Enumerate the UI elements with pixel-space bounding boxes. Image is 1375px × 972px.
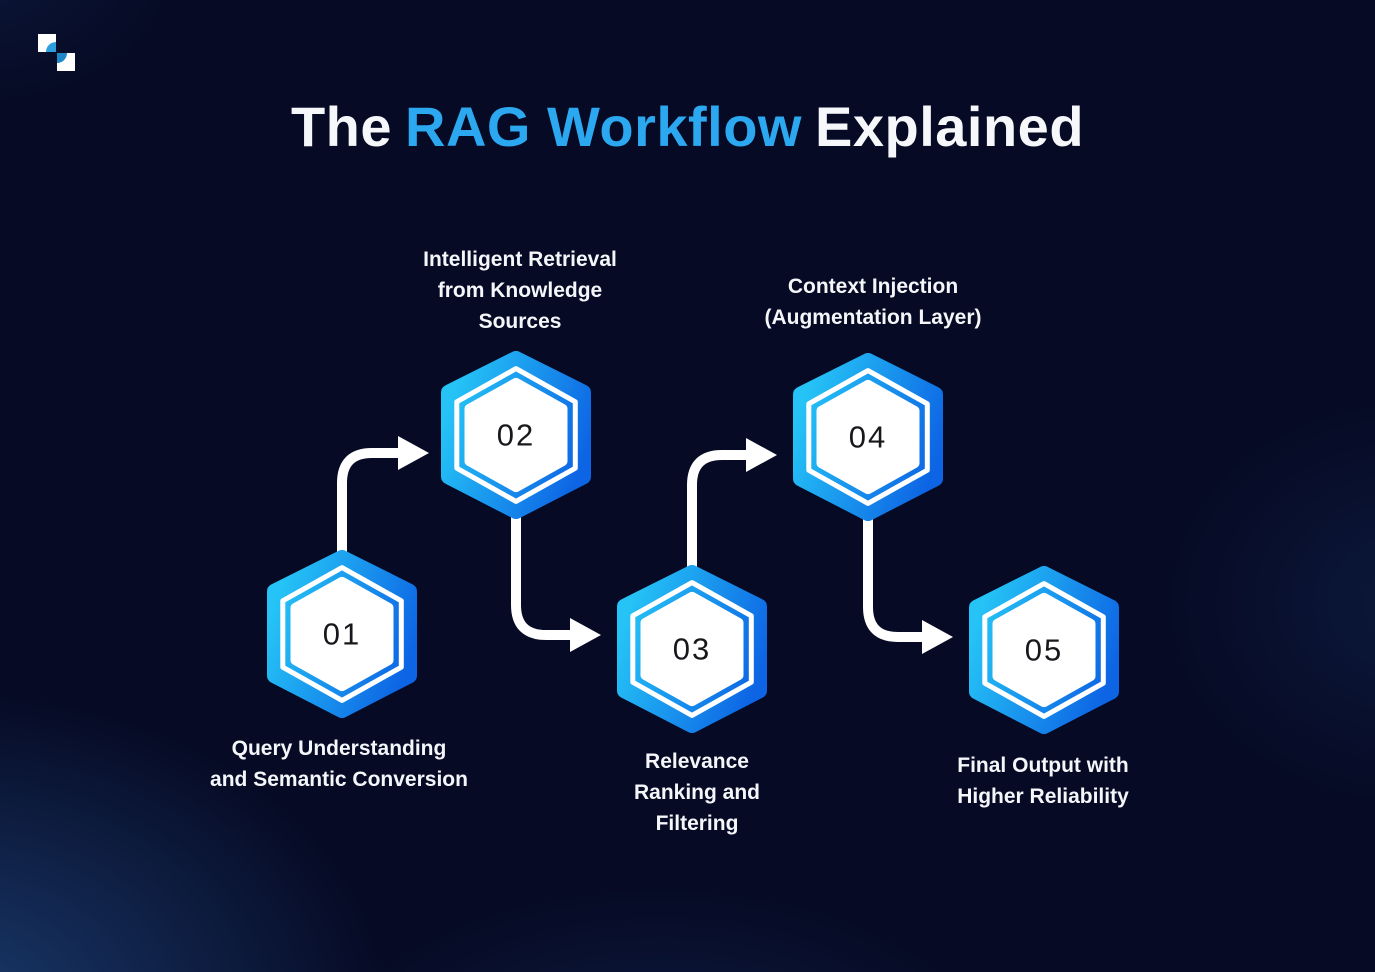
logo-square-top [38, 34, 56, 52]
step-label-01: Query Understanding and Semantic Convers… [210, 737, 468, 791]
hexagon-shape-icon [969, 566, 1119, 734]
step-number: 05 [1024, 632, 1064, 668]
step-label-03: Relevance Ranking and Filtering [633, 750, 760, 835]
step-number: 02 [496, 417, 536, 453]
hexagon-step-01: 01 [267, 550, 417, 718]
arrow-02-to-03-icon [511, 505, 601, 652]
logo-quarter-circle-bottom [57, 53, 67, 63]
hexagon-step-02: 02 [441, 351, 591, 519]
logo-square-bottom [57, 53, 75, 71]
hexagon-step-04: 04 [793, 353, 943, 521]
step-label-04: Context Injection (Augmentation Layer) [764, 275, 982, 329]
logo-quarter-circle-top [46, 42, 56, 52]
arrow-03-to-04-icon [687, 438, 777, 578]
arrow-04-to-05-icon [863, 508, 953, 654]
title-part1: The [290, 95, 393, 158]
title-part2: Explained [815, 95, 1085, 158]
step-number: 04 [848, 419, 888, 455]
hexagon-shape-icon [267, 550, 417, 718]
step-label-05: Final Output with Higher Reliability [957, 754, 1129, 808]
step-number: 01 [322, 616, 362, 652]
hexagon-shape-icon [441, 351, 591, 519]
title-highlight: RAG Workflow [405, 95, 802, 158]
brand-logo [38, 34, 76, 72]
hexagon-shape-icon [617, 565, 767, 733]
hexagon-shape-icon [793, 353, 943, 521]
step-number: 03 [672, 631, 712, 667]
hexagon-step-03: 03 [617, 565, 767, 733]
arrow-01-to-02-icon [337, 436, 429, 572]
hexagon-step-05: 05 [969, 566, 1119, 734]
step-label-02: Intelligent Retrieval from Knowledge Sou… [423, 248, 617, 333]
